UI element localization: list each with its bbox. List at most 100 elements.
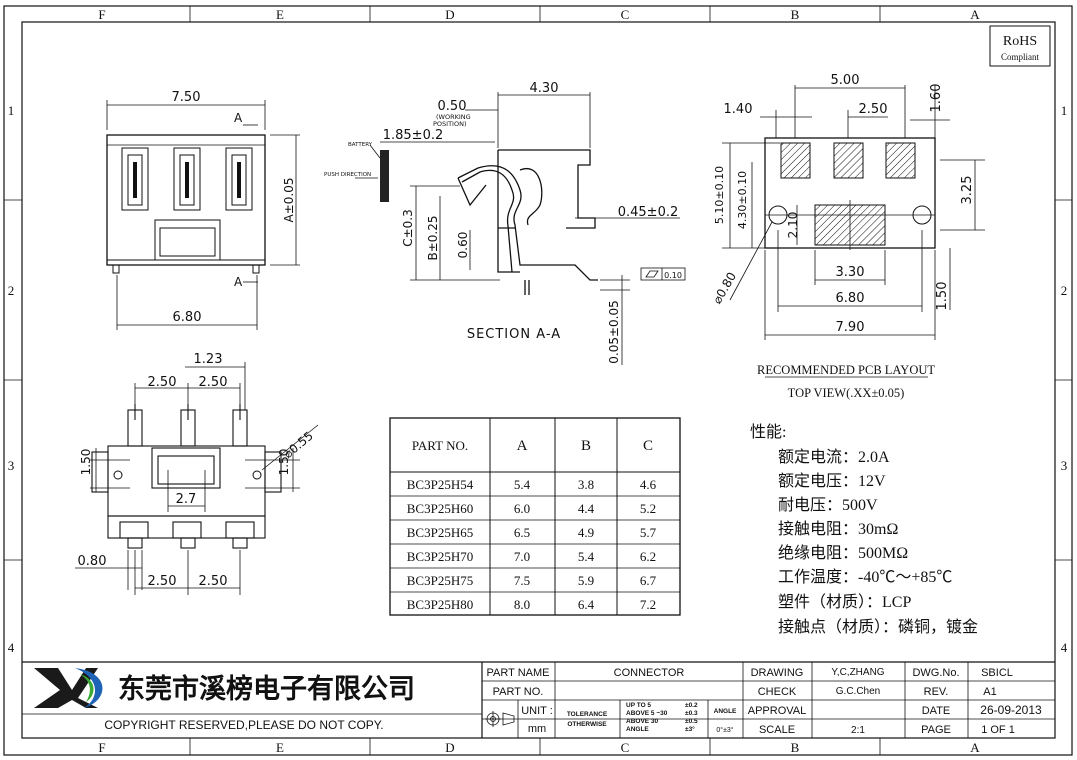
table-cell: 4.4: [578, 501, 595, 516]
table-cell: BC3P25H65: [407, 525, 473, 540]
tol-angle-value: ±3°: [685, 725, 695, 733]
bottom-view: 1.23 2.50 2.50: [75, 352, 319, 595]
page-label: PAGE: [921, 724, 951, 736]
section-mark-bottom: A: [234, 275, 243, 289]
rev-label: REV.: [924, 686, 949, 698]
dim-bottom-055: ⌀0.55: [281, 429, 316, 462]
table-cell: 5.4: [578, 549, 595, 564]
row-label-right: 2: [1061, 283, 1068, 298]
spec-line: 耐电压：500V: [778, 496, 878, 514]
rev-value: A1: [983, 686, 996, 698]
title-block: 东莞市溪榜电子有限公司 COPYRIGHT RESERVED,PLEASE DO…: [22, 661, 1055, 738]
flatness-value: 0.10: [664, 271, 682, 280]
table-header-b: B: [581, 438, 591, 454]
projection-symbol-icon: [485, 711, 515, 727]
dim-pcb-150: 1.50: [935, 282, 950, 311]
dim-bottom-250d: 2.50: [199, 574, 228, 589]
dwg-label: DWG.No.: [912, 667, 959, 679]
angle-label: ANGLE: [714, 708, 737, 715]
dim-pcb-500: 5.00: [831, 73, 860, 88]
table-cell: 5.4: [514, 477, 531, 492]
section-view: 4.30 0.50 (WORKING POSITION) 1.85±0.2 BA…: [324, 81, 686, 365]
table-cell: 7.5: [514, 573, 530, 588]
dim-pcb-250: 2.50: [859, 102, 888, 117]
table-cell: 4.6: [640, 477, 657, 492]
date-value: 26-09-2013: [980, 703, 1042, 717]
dim-pcb-210: 2.10: [786, 212, 800, 239]
part-name-label: PART NAME: [487, 667, 550, 679]
part-name-value: CONNECTOR: [614, 667, 685, 679]
tol-range: UP TO 5: [626, 702, 651, 709]
dim-bottom-150l: 1.50: [79, 449, 93, 476]
scale-value: 2:1: [851, 725, 865, 736]
pcb-subtitle: TOP VIEW(.XX±0.05): [788, 386, 905, 400]
dim-section-060: 0.60: [456, 232, 470, 259]
check-value: G.C.Chen: [836, 686, 880, 697]
table-cell: BC3P25H80: [407, 597, 473, 612]
dwg-value: SBICL: [981, 667, 1013, 679]
otherwise-label: OTHERWISE: [567, 721, 607, 728]
dim-bottom-123: 1.23: [194, 352, 223, 367]
tolerance-label: TOLERANCE: [567, 711, 608, 718]
front-view: 7.50 A±0.05 A A 6.80: [106, 90, 300, 330]
dim-section-top: 4.30: [530, 81, 559, 96]
table-header-part: PART NO.: [412, 438, 468, 453]
table-cell: 8.0: [514, 597, 530, 612]
dim-pcb-330: 3.30: [836, 265, 865, 280]
table-cell: 5.9: [578, 573, 594, 588]
specs-heading: 性能:: [750, 423, 786, 441]
table-header-a: A: [517, 438, 528, 454]
tol-range: ABOVE 5 ~30: [626, 710, 668, 717]
table-cell: BC3P25H75: [407, 573, 473, 588]
tol-value: ±0.3: [685, 710, 698, 717]
dim-pcb-325: 3.25: [960, 176, 975, 205]
section-caption: SECTION A-A: [467, 327, 561, 342]
col-label-bottom: D: [445, 740, 454, 755]
row-label-left: 3: [8, 458, 15, 473]
table-cell: 5.7: [640, 525, 657, 540]
col-label-bottom: C: [621, 740, 630, 755]
dim-front-height: A±0.05: [282, 178, 296, 223]
tol-range: ABOVE 30: [626, 718, 659, 725]
copyright-notice: COPYRIGHT RESERVED,PLEASE DO NOT COPY.: [104, 718, 383, 732]
dim-front-width-bottom: 6.80: [173, 310, 202, 325]
table-cell: 6.2: [640, 549, 656, 564]
unit-label: UNIT :: [521, 705, 553, 717]
check-label: CHECK: [758, 686, 797, 698]
battery-label: BATTERY: [348, 142, 373, 148]
spec-line: 绝缘电阻：500MΩ: [778, 544, 908, 562]
tol-angle-label: ANGLE: [626, 726, 649, 733]
col-label-top: A: [970, 7, 980, 22]
date-label: DATE: [922, 705, 951, 717]
dim-section-045: 0.45±0.2: [618, 205, 679, 220]
push-direction-label: PUSH DIRECTION: [324, 172, 371, 178]
table-cell: 5.2: [640, 501, 656, 516]
working-position-1: (WORKING: [436, 113, 471, 121]
spec-line: 工作温度：-40℃～+85℃: [778, 568, 952, 586]
tol-value: ±0.2: [685, 702, 698, 709]
dim-pcb-160: 1.60: [929, 84, 944, 113]
spec-line: 接触点（材质）：磷铜，镀金: [778, 618, 978, 636]
dim-bottom-27: 2.7: [176, 492, 197, 507]
col-label-top: F: [98, 7, 105, 22]
rohs-subtitle: Compliant: [1001, 52, 1039, 62]
tol-value: ±0.5: [685, 718, 698, 725]
dim-pcb-510: 5.10±0.10: [713, 166, 726, 224]
pcb-title: RECOMMENDED PCB LAYOUT: [757, 363, 935, 377]
col-label-bottom: E: [276, 740, 284, 755]
row-label-right: 1: [1061, 103, 1068, 118]
dim-section-b: B±0.25: [426, 215, 440, 260]
company-logo: [34, 668, 103, 708]
row-label-left: 4: [8, 640, 15, 655]
dim-pcb-080: ⌀0.80: [710, 270, 739, 306]
approval-label: APPROVAL: [748, 705, 807, 717]
section-mark-top: A: [234, 111, 243, 125]
rohs-badge: RoHS Compliant: [989, 25, 1051, 67]
dim-section-185: 1.85±0.2: [383, 128, 444, 143]
spec-line: 额定电流：2.0A: [778, 448, 890, 466]
dim-pcb-680: 6.80: [836, 291, 865, 306]
spec-line: 接触电阻：30mΩ: [778, 520, 898, 538]
col-label-top: C: [621, 7, 630, 22]
dim-front-width-top: 7.50: [172, 90, 201, 105]
